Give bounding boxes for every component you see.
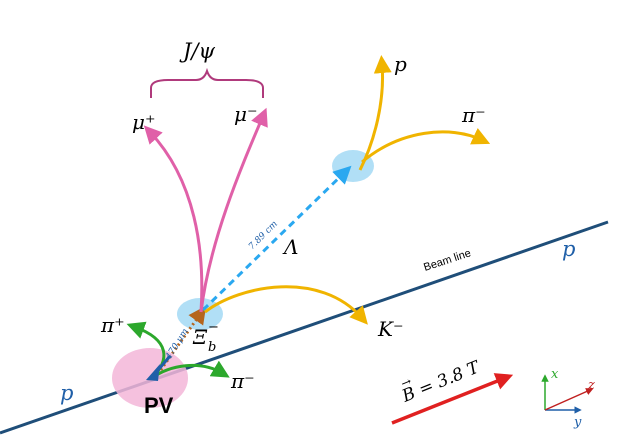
proton-label: p [394, 52, 407, 76]
k-minus-label: K⁻ [377, 317, 404, 341]
xi-b-superscript: − [208, 320, 219, 335]
axis-y-label: y [573, 415, 582, 430]
xi-b-subscript: b [208, 340, 216, 355]
mu-plus-track [143, 125, 204, 313]
xi-b-flight-path [153, 305, 207, 379]
proton-left-label: p [60, 381, 73, 405]
pi-minus-lambda-label: π⁻ [461, 103, 486, 127]
mu-minus-track [199, 107, 268, 313]
lambda-flight-path [201, 165, 352, 312]
proton-right-label: p [562, 237, 575, 261]
k-minus-track [204, 285, 368, 325]
pi-minus-pv-label: π⁻ [230, 369, 255, 393]
lambda-label: Λ [282, 235, 298, 259]
pv-arrow-icon [146, 364, 160, 381]
b-field-arrow [391, 373, 514, 425]
xi-b-label: Ξ − b [192, 320, 219, 355]
mu-plus-label: μ⁺ [132, 110, 156, 134]
jpsi-brace [150, 67, 264, 98]
mu-minus-label: μ⁻ [234, 102, 258, 126]
axis-z-label: z [587, 378, 595, 393]
jpsi-label: J/ψ [179, 39, 215, 63]
xi-b-base: Ξ [192, 325, 208, 349]
pi-minus-lambda-track [361, 128, 491, 164]
beam-line [0, 220, 609, 435]
lambda-distance-label: 7.89 cm [247, 219, 280, 252]
beam-line-label: Beam line [422, 247, 472, 274]
pv-label: PV [144, 393, 174, 418]
pi-plus-label: π⁺ [100, 313, 125, 337]
axis-x-label: x [551, 367, 559, 382]
pv-arrow-shaft [151, 355, 172, 377]
axis-z-line [544, 388, 594, 411]
b-field-vec-mark: → [399, 374, 414, 391]
